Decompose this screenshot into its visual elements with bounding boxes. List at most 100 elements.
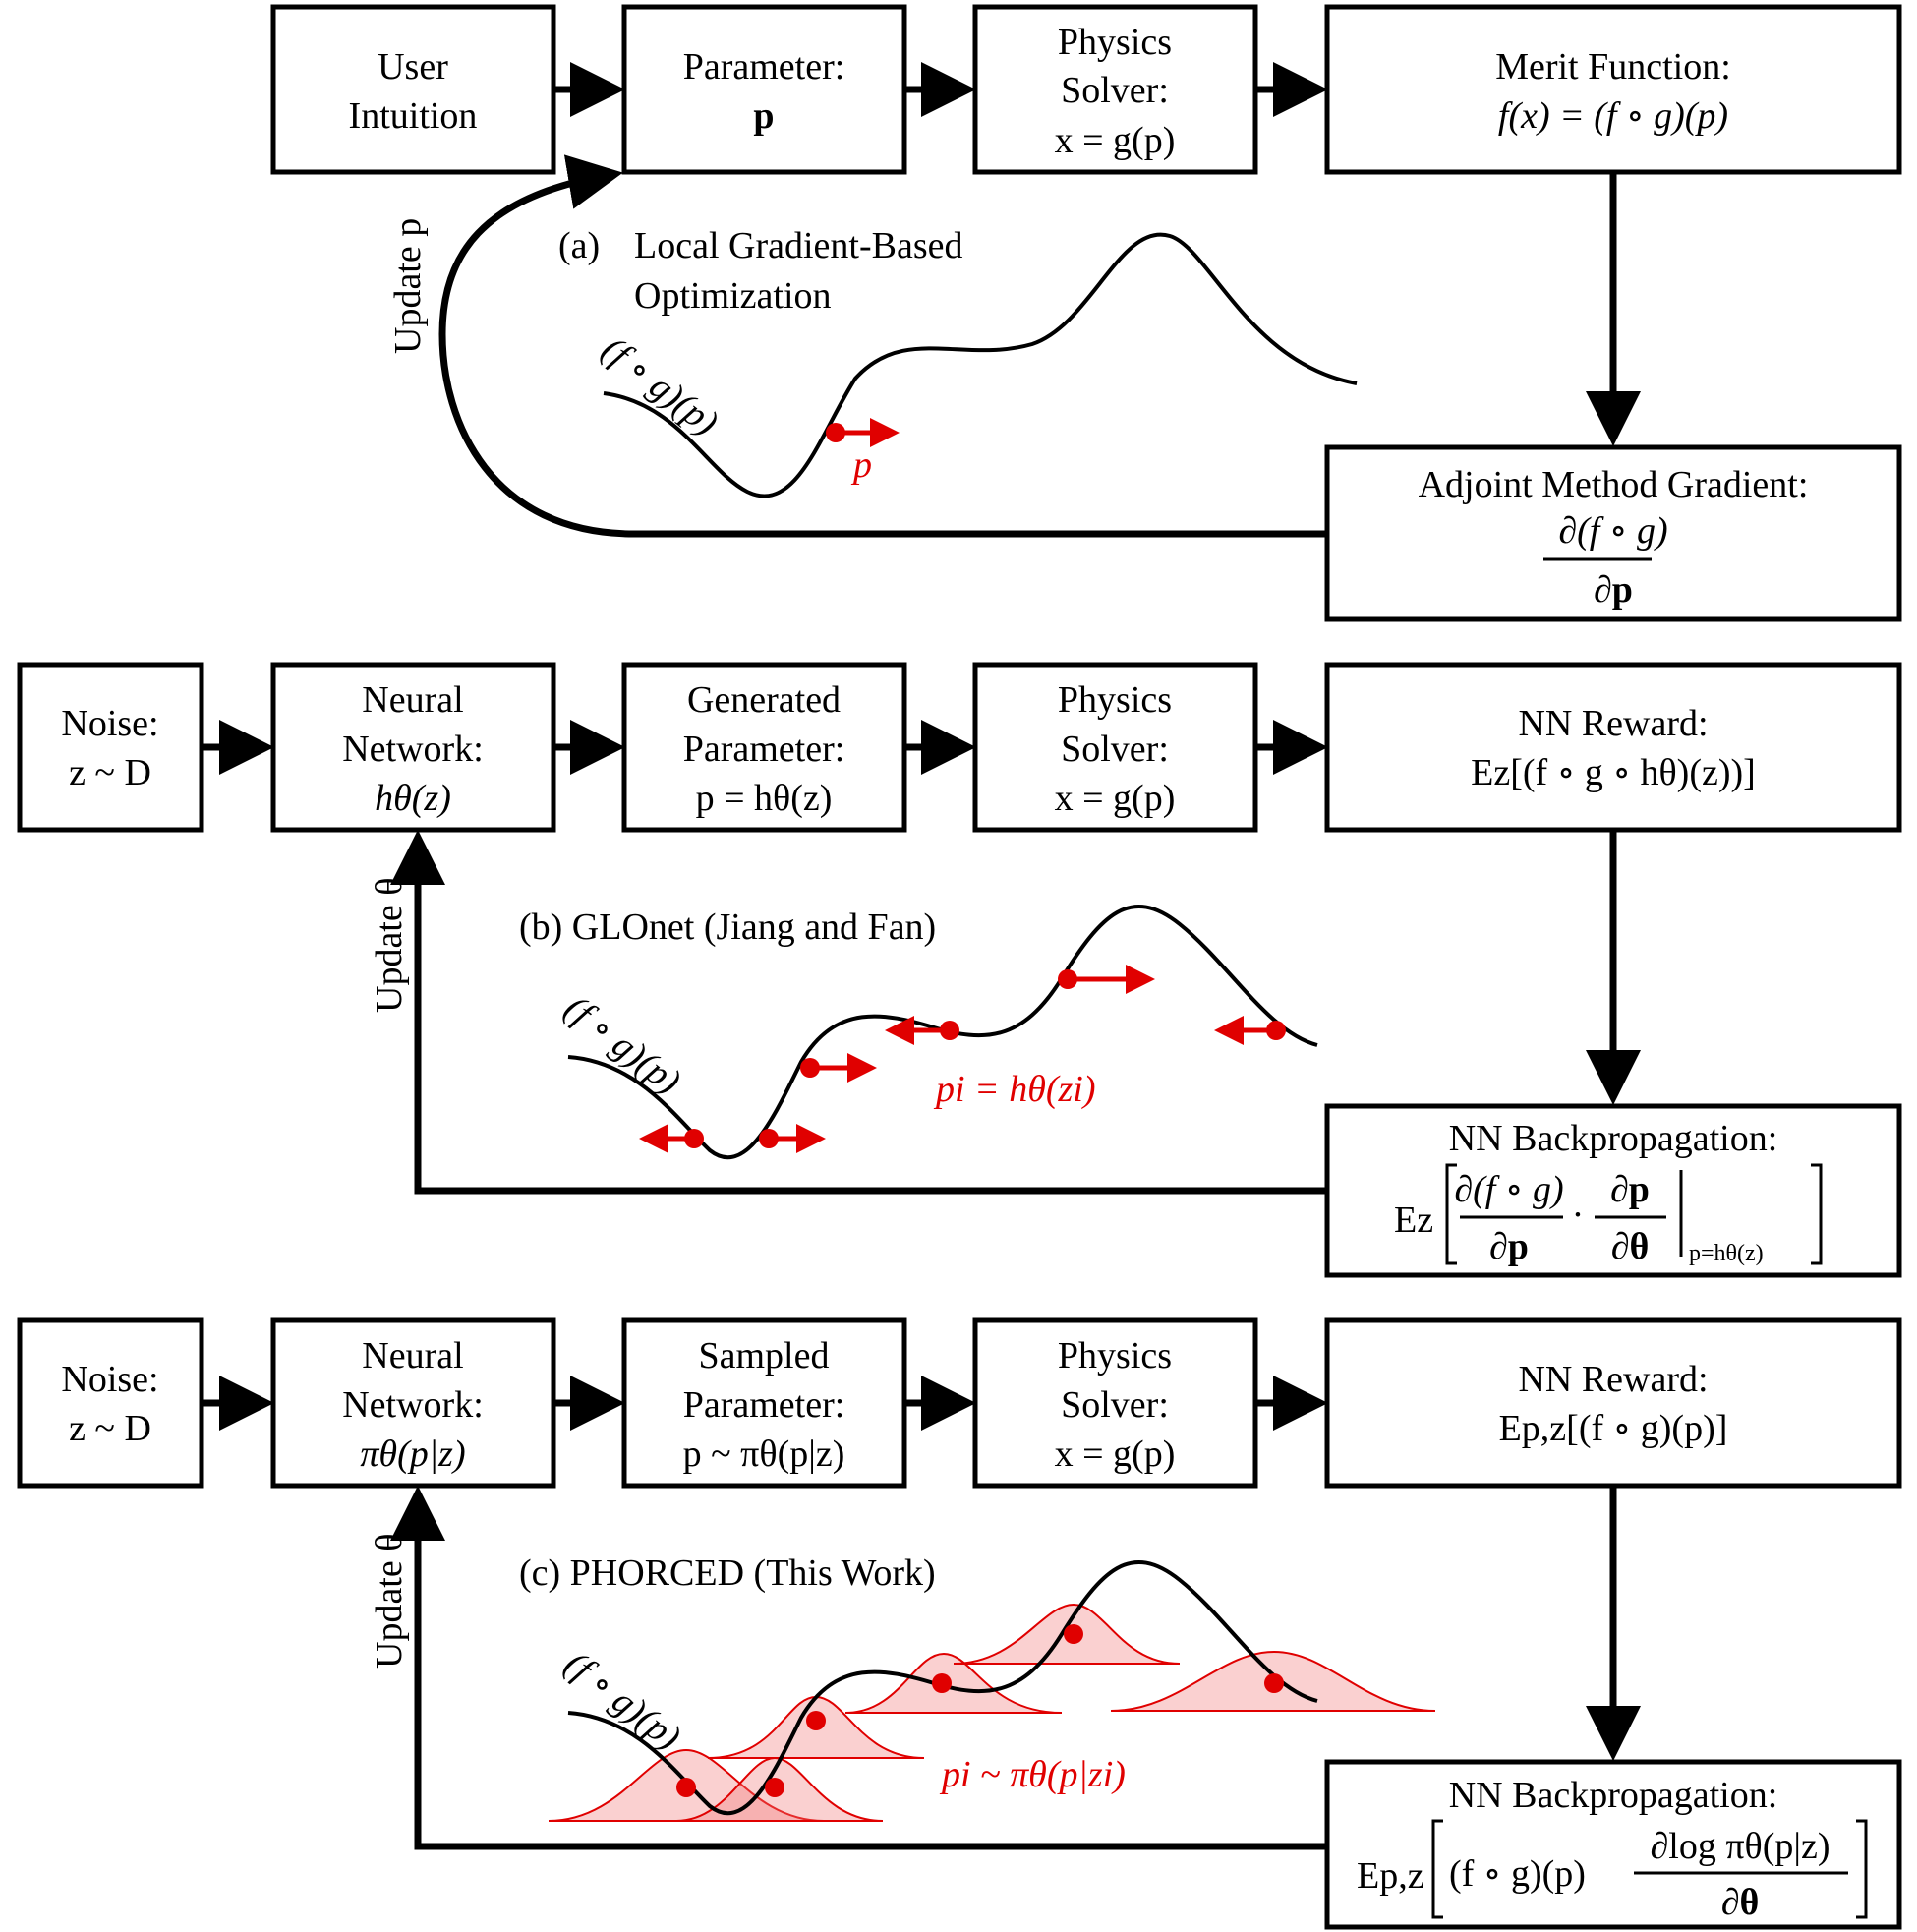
- sample-point-c1: [676, 1778, 696, 1797]
- nn-backprop-box-c: NN Backpropagation: Ep,z (f ∘ g)(p) ∂log…: [1324, 1759, 1902, 1930]
- nn-reward-box-b: NN Reward: Ez[(f ∘ g ∘ hθ)(z))]: [1324, 662, 1902, 833]
- backprop-den1-b: ∂p: [1489, 1226, 1529, 1267]
- sample-point-c3: [806, 1711, 826, 1730]
- parameter-symbol: p: [753, 95, 774, 137]
- solver-line2-b: Solver:: [1061, 729, 1169, 770]
- backprop-label-c: NN Backpropagation:: [1449, 1775, 1778, 1816]
- reward-equation-c: Ep,z[(f ∘ g)(p)]: [1499, 1408, 1728, 1449]
- solver-line2-c: Solver:: [1061, 1384, 1169, 1426]
- physics-solver-box-b: Physics Solver: x = g(p): [972, 662, 1258, 833]
- noise-label-c: Noise:: [61, 1359, 158, 1400]
- generated-parameter-box: Generated Parameter: p = hθ(z): [621, 662, 907, 833]
- reward-label-c: NN Reward:: [1518, 1359, 1708, 1400]
- reward-label-b: NN Reward:: [1518, 703, 1708, 744]
- neural-network-box-c: Neural Network: πθ(p|z): [270, 1317, 556, 1489]
- curve-label-c: (f ∘ g)(p): [556, 1643, 688, 1758]
- solver-equation-b: x = g(p): [1055, 778, 1176, 819]
- solver-equation: x = g(p): [1055, 120, 1176, 161]
- merit-function-box: Merit Function: f(x) = (f ∘ g)(p): [1324, 4, 1902, 175]
- backprop-label-b: NN Backpropagation:: [1449, 1118, 1778, 1159]
- sample-point-b1: [684, 1129, 704, 1148]
- sample-point-b6: [1266, 1021, 1286, 1040]
- solver-line1-c: Physics: [1058, 1335, 1172, 1376]
- caption-c: (c) PHORCED (This Work): [519, 1552, 936, 1594]
- nn-line2-c: Network:: [342, 1384, 484, 1426]
- solver-line1: Physics: [1058, 22, 1172, 63]
- adjoint-label: Adjoint Method Gradient:: [1419, 464, 1809, 505]
- panel-a: User Intuition Parameter: p Physics Solv…: [270, 4, 1902, 622]
- nn-backprop-box-b: NN Backpropagation: Ez ∂(f ∘ g) ∂p · ∂p …: [1324, 1103, 1902, 1278]
- neural-network-box-b: Neural Network: hθ(z): [270, 662, 556, 833]
- nn-line1-b: Neural: [362, 679, 463, 721]
- current-point: [826, 423, 845, 442]
- nn-line2-b: Network:: [342, 729, 484, 770]
- physics-solver-box-c: Physics Solver: x = g(p): [972, 1317, 1258, 1489]
- user-intuition-line1: User: [378, 46, 448, 88]
- solver-line1-b: Physics: [1058, 679, 1172, 721]
- panel-b: Noise: z ~ D Neural Network: hθ(z) Gener…: [17, 662, 1902, 1278]
- curve-label-a: (f ∘ g)(p): [594, 328, 726, 443]
- update-label-c: Update θ: [369, 1534, 410, 1669]
- merit-equation: f(x) = (f ∘ g)(p): [1498, 95, 1728, 137]
- nn-reward-box-c: NN Reward: Ep,z[(f ∘ g)(p)]: [1324, 1317, 1902, 1489]
- backprop-eval-b: p=hθ(z): [1689, 1241, 1764, 1266]
- sampled-line1: Sampled: [699, 1335, 830, 1376]
- gen-line2: Parameter:: [683, 729, 845, 770]
- user-intuition-line2: Intuition: [349, 95, 478, 137]
- gen-equation: p = hθ(z): [696, 778, 833, 819]
- sample-point-c5: [1064, 1624, 1083, 1644]
- update-label-a: Update p: [387, 218, 429, 354]
- sample-distribution-c4: [844, 1652, 1063, 1714]
- user-intuition-box: User Intuition: [270, 4, 556, 175]
- point-label-b: pi = hθ(zi): [933, 1069, 1096, 1110]
- backprop-den2-b: ∂θ: [1611, 1226, 1650, 1267]
- parameter-label: Parameter:: [683, 46, 845, 88]
- reward-equation-b: Ez[(f ∘ g ∘ hθ)(z))]: [1471, 752, 1756, 793]
- nn-func-c: πθ(p|z): [360, 1434, 465, 1475]
- noise-dist-c: z ~ D: [69, 1408, 151, 1449]
- solver-line2: Solver:: [1061, 70, 1169, 111]
- backprop-expect-c: Ep,z: [1357, 1855, 1424, 1897]
- sample-point-b5: [1058, 969, 1077, 989]
- adjoint-gradient-box: Adjoint Method Gradient: ∂(f ∘ g) ∂p: [1324, 444, 1902, 622]
- caption-line1-a: Local Gradient-Based: [634, 225, 962, 266]
- landscape-curve-b: [567, 905, 1318, 1160]
- update-label-b: Update θ: [369, 878, 410, 1013]
- adjoint-numerator: ∂(f ∘ g): [1558, 510, 1667, 552]
- curve-label-b: (f ∘ g)(p): [556, 987, 688, 1102]
- sample-point-b4: [940, 1021, 959, 1040]
- update-loop-arrow-b: [390, 830, 1327, 1195]
- sample-point-c4: [932, 1673, 952, 1693]
- point-label-a: p: [850, 444, 872, 486]
- nn-line1-c: Neural: [362, 1335, 463, 1376]
- backprop-expect-b: Ez: [1394, 1200, 1433, 1241]
- backprop-num1-b: ∂(f ∘ g): [1454, 1169, 1563, 1210]
- noise-label-b: Noise:: [61, 703, 158, 744]
- parameter-box: Parameter: p: [621, 4, 907, 175]
- merit-label: Merit Function:: [1495, 46, 1731, 88]
- sampled-parameter-box: Sampled Parameter: p ~ πθ(p|z): [621, 1317, 907, 1489]
- sample-point-b2: [759, 1129, 779, 1148]
- backprop-num2-b: ∂p: [1610, 1169, 1650, 1210]
- backprop-dot-b: ·: [1572, 1195, 1585, 1236]
- panel-c: Noise: z ~ D Neural Network: πθ(p|z) Sam…: [17, 1317, 1902, 1930]
- noise-box-b: Noise: z ~ D: [17, 662, 204, 833]
- nn-func-b: hθ(z): [375, 778, 451, 819]
- adjoint-denominator: ∂p: [1594, 569, 1633, 611]
- solver-equation-c: x = g(p): [1055, 1434, 1176, 1475]
- update-loop-arrow-a: [438, 154, 1327, 538]
- sampled-equation: p ~ πθ(p|z): [683, 1434, 845, 1475]
- backprop-lhs-c: (f ∘ g)(p): [1449, 1853, 1586, 1895]
- backprop-num-c: ∂log πθ(p|z): [1650, 1826, 1830, 1867]
- noise-box-c: Noise: z ~ D: [17, 1317, 204, 1489]
- sample-point-c6: [1264, 1673, 1284, 1693]
- physics-solver-box-a: Physics Solver: x = g(p): [972, 4, 1258, 175]
- landscape-curve-a: [603, 232, 1358, 498]
- update-loop-arrow-c: [390, 1486, 1327, 1850]
- sample-point-b3: [800, 1058, 820, 1078]
- backprop-den-c: ∂θ: [1721, 1882, 1760, 1923]
- caption-b: (b) GLOnet (Jiang and Fan): [519, 907, 936, 948]
- noise-dist-b: z ~ D: [69, 752, 151, 793]
- gen-line1: Generated: [687, 679, 841, 721]
- caption-line2-a: Optimization: [634, 275, 832, 317]
